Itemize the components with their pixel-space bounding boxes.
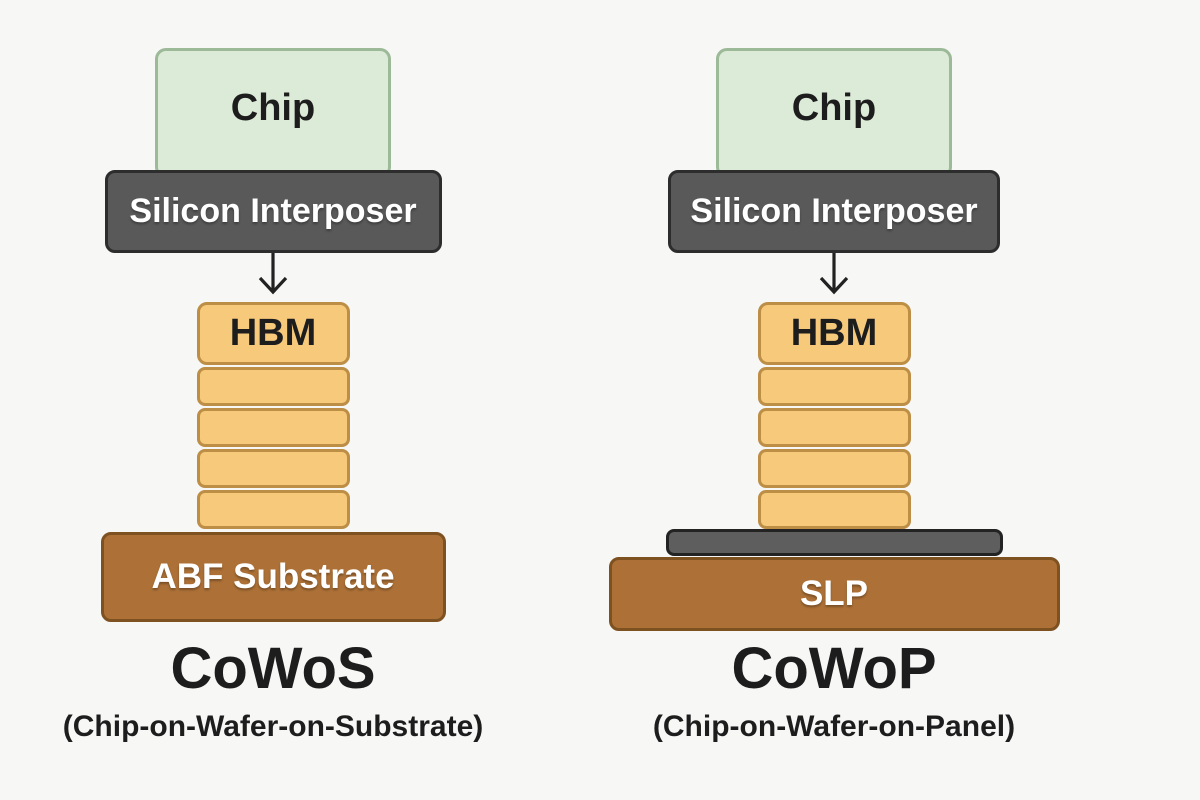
abf-substrate-box: ABF Substrate (100, 532, 446, 622)
chip-box: Chip (155, 48, 391, 178)
chip-label: Chip (230, 86, 316, 129)
hbm-stack: HBM (757, 302, 911, 529)
hbm-label: HBM (229, 312, 317, 354)
hbm-stack-layer (757, 449, 911, 488)
chip-label: Chip (791, 86, 877, 129)
hbm-stack-layer (196, 490, 350, 529)
hbm-stack-layer (196, 449, 350, 488)
hbm-stack-layer (757, 490, 911, 529)
hbm-stack-layer (196, 367, 350, 406)
hbm-box: HBM (196, 302, 350, 365)
hbm-stack-layers (196, 367, 350, 529)
cowos-subtitle: (Chip-on-Wafer-on-Substrate) (62, 710, 484, 743)
cowos-diagram: Chip Silicon Interposer HBM ABF Substrat… (0, 48, 546, 746)
silicon-interposer-box: Silicon Interposer (668, 170, 1000, 253)
down-arrow-icon (258, 253, 288, 295)
cowop-diagram: Chip Silicon Interposer HBM SLP CoWoP (C… (561, 48, 1107, 746)
cowop-subtitle: (Chip-on-Wafer-on-Panel) (652, 710, 1016, 743)
hbm-stack-layer (196, 408, 350, 447)
cowos-title: CoWoS (170, 636, 376, 701)
silicon-interposer-label: Silicon Interposer (129, 192, 417, 230)
silicon-interposer-label: Silicon Interposer (690, 192, 978, 230)
hbm-box: HBM (757, 302, 911, 365)
down-arrow-icon (819, 253, 849, 295)
hbm-stack-layer (757, 408, 911, 447)
slp-label: SLP (799, 574, 869, 613)
cowop-title: CoWoP (731, 636, 937, 701)
silicon-interposer-box: Silicon Interposer (104, 170, 442, 253)
hbm-label: HBM (790, 312, 878, 354)
hbm-stack: HBM (196, 302, 350, 529)
hbm-stack-layer (757, 367, 911, 406)
abf-substrate-label: ABF Substrate (151, 557, 395, 596)
hbm-stack-layers (757, 367, 911, 529)
chip-box: Chip (716, 48, 952, 178)
panel-bar (665, 529, 1003, 556)
slp-box: SLP (608, 557, 1060, 631)
